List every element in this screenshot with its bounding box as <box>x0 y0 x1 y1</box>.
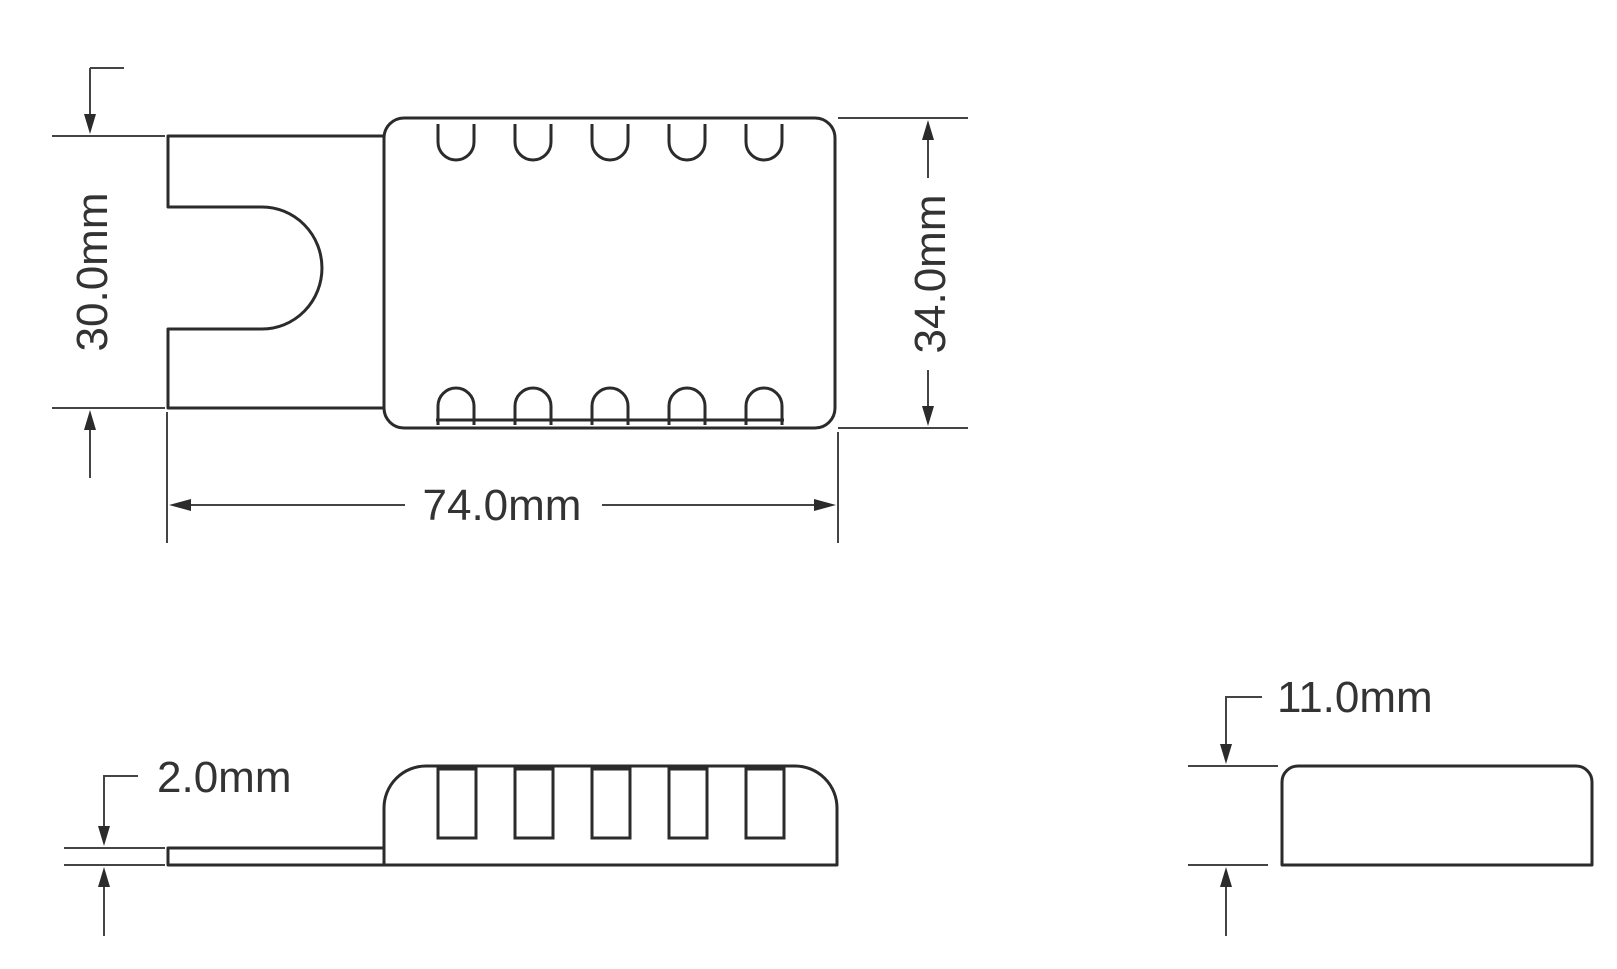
slot <box>436 767 478 840</box>
dimension-label-74mm: 74.0mm <box>423 481 582 530</box>
arrow-icon <box>98 826 110 846</box>
leader-line <box>1225 696 1262 744</box>
slot <box>513 767 555 840</box>
slot <box>744 767 786 840</box>
top-view: 30.0mm 34.0mm 74.0mm <box>52 67 968 543</box>
slot <box>667 386 707 425</box>
dimension-height-left: 30.0mm <box>52 67 165 478</box>
slot <box>667 124 707 162</box>
slot <box>436 124 476 162</box>
dimension-label-2mm: 2.0mm <box>157 753 291 802</box>
dimension-width: 74.0mm <box>166 412 839 543</box>
side-profile <box>1280 764 1594 867</box>
dimension-label-34mm: 34.0mm <box>906 195 955 354</box>
slot <box>744 124 784 162</box>
arrow-icon <box>84 410 96 430</box>
slot <box>590 386 630 425</box>
slot <box>513 124 553 162</box>
slot <box>436 386 476 425</box>
slot <box>744 386 784 425</box>
arrow-icon <box>169 499 191 511</box>
leader-line <box>103 775 138 826</box>
arrow-icon <box>84 114 96 134</box>
dimension-label-11mm: 11.0mm <box>1277 673 1433 722</box>
arrow-icon <box>814 499 836 511</box>
front-view: 2.0mm <box>64 753 839 936</box>
arrow-icon <box>98 867 110 887</box>
dimension-label-30mm: 30.0mm <box>68 193 117 352</box>
arrow-icon <box>1220 744 1232 764</box>
main-body-outline <box>382 116 837 430</box>
tab-outline <box>166 134 386 410</box>
tab-profile <box>166 846 386 867</box>
bottom-slot-row <box>436 386 784 425</box>
slot <box>667 767 709 840</box>
side-view: 11.0mm <box>1188 673 1594 936</box>
side-slot-row <box>436 767 786 840</box>
arrow-icon <box>922 120 934 140</box>
dimension-side-height: 11.0mm <box>1188 673 1433 936</box>
slot <box>590 767 632 840</box>
top-slot-row <box>436 124 784 162</box>
dimension-height-right: 34.0mm <box>838 117 968 429</box>
slot <box>590 124 630 162</box>
dimension-tab-thickness: 2.0mm <box>64 753 291 936</box>
slot <box>513 386 553 425</box>
arrow-icon <box>1220 867 1232 887</box>
arrow-icon <box>922 406 934 426</box>
